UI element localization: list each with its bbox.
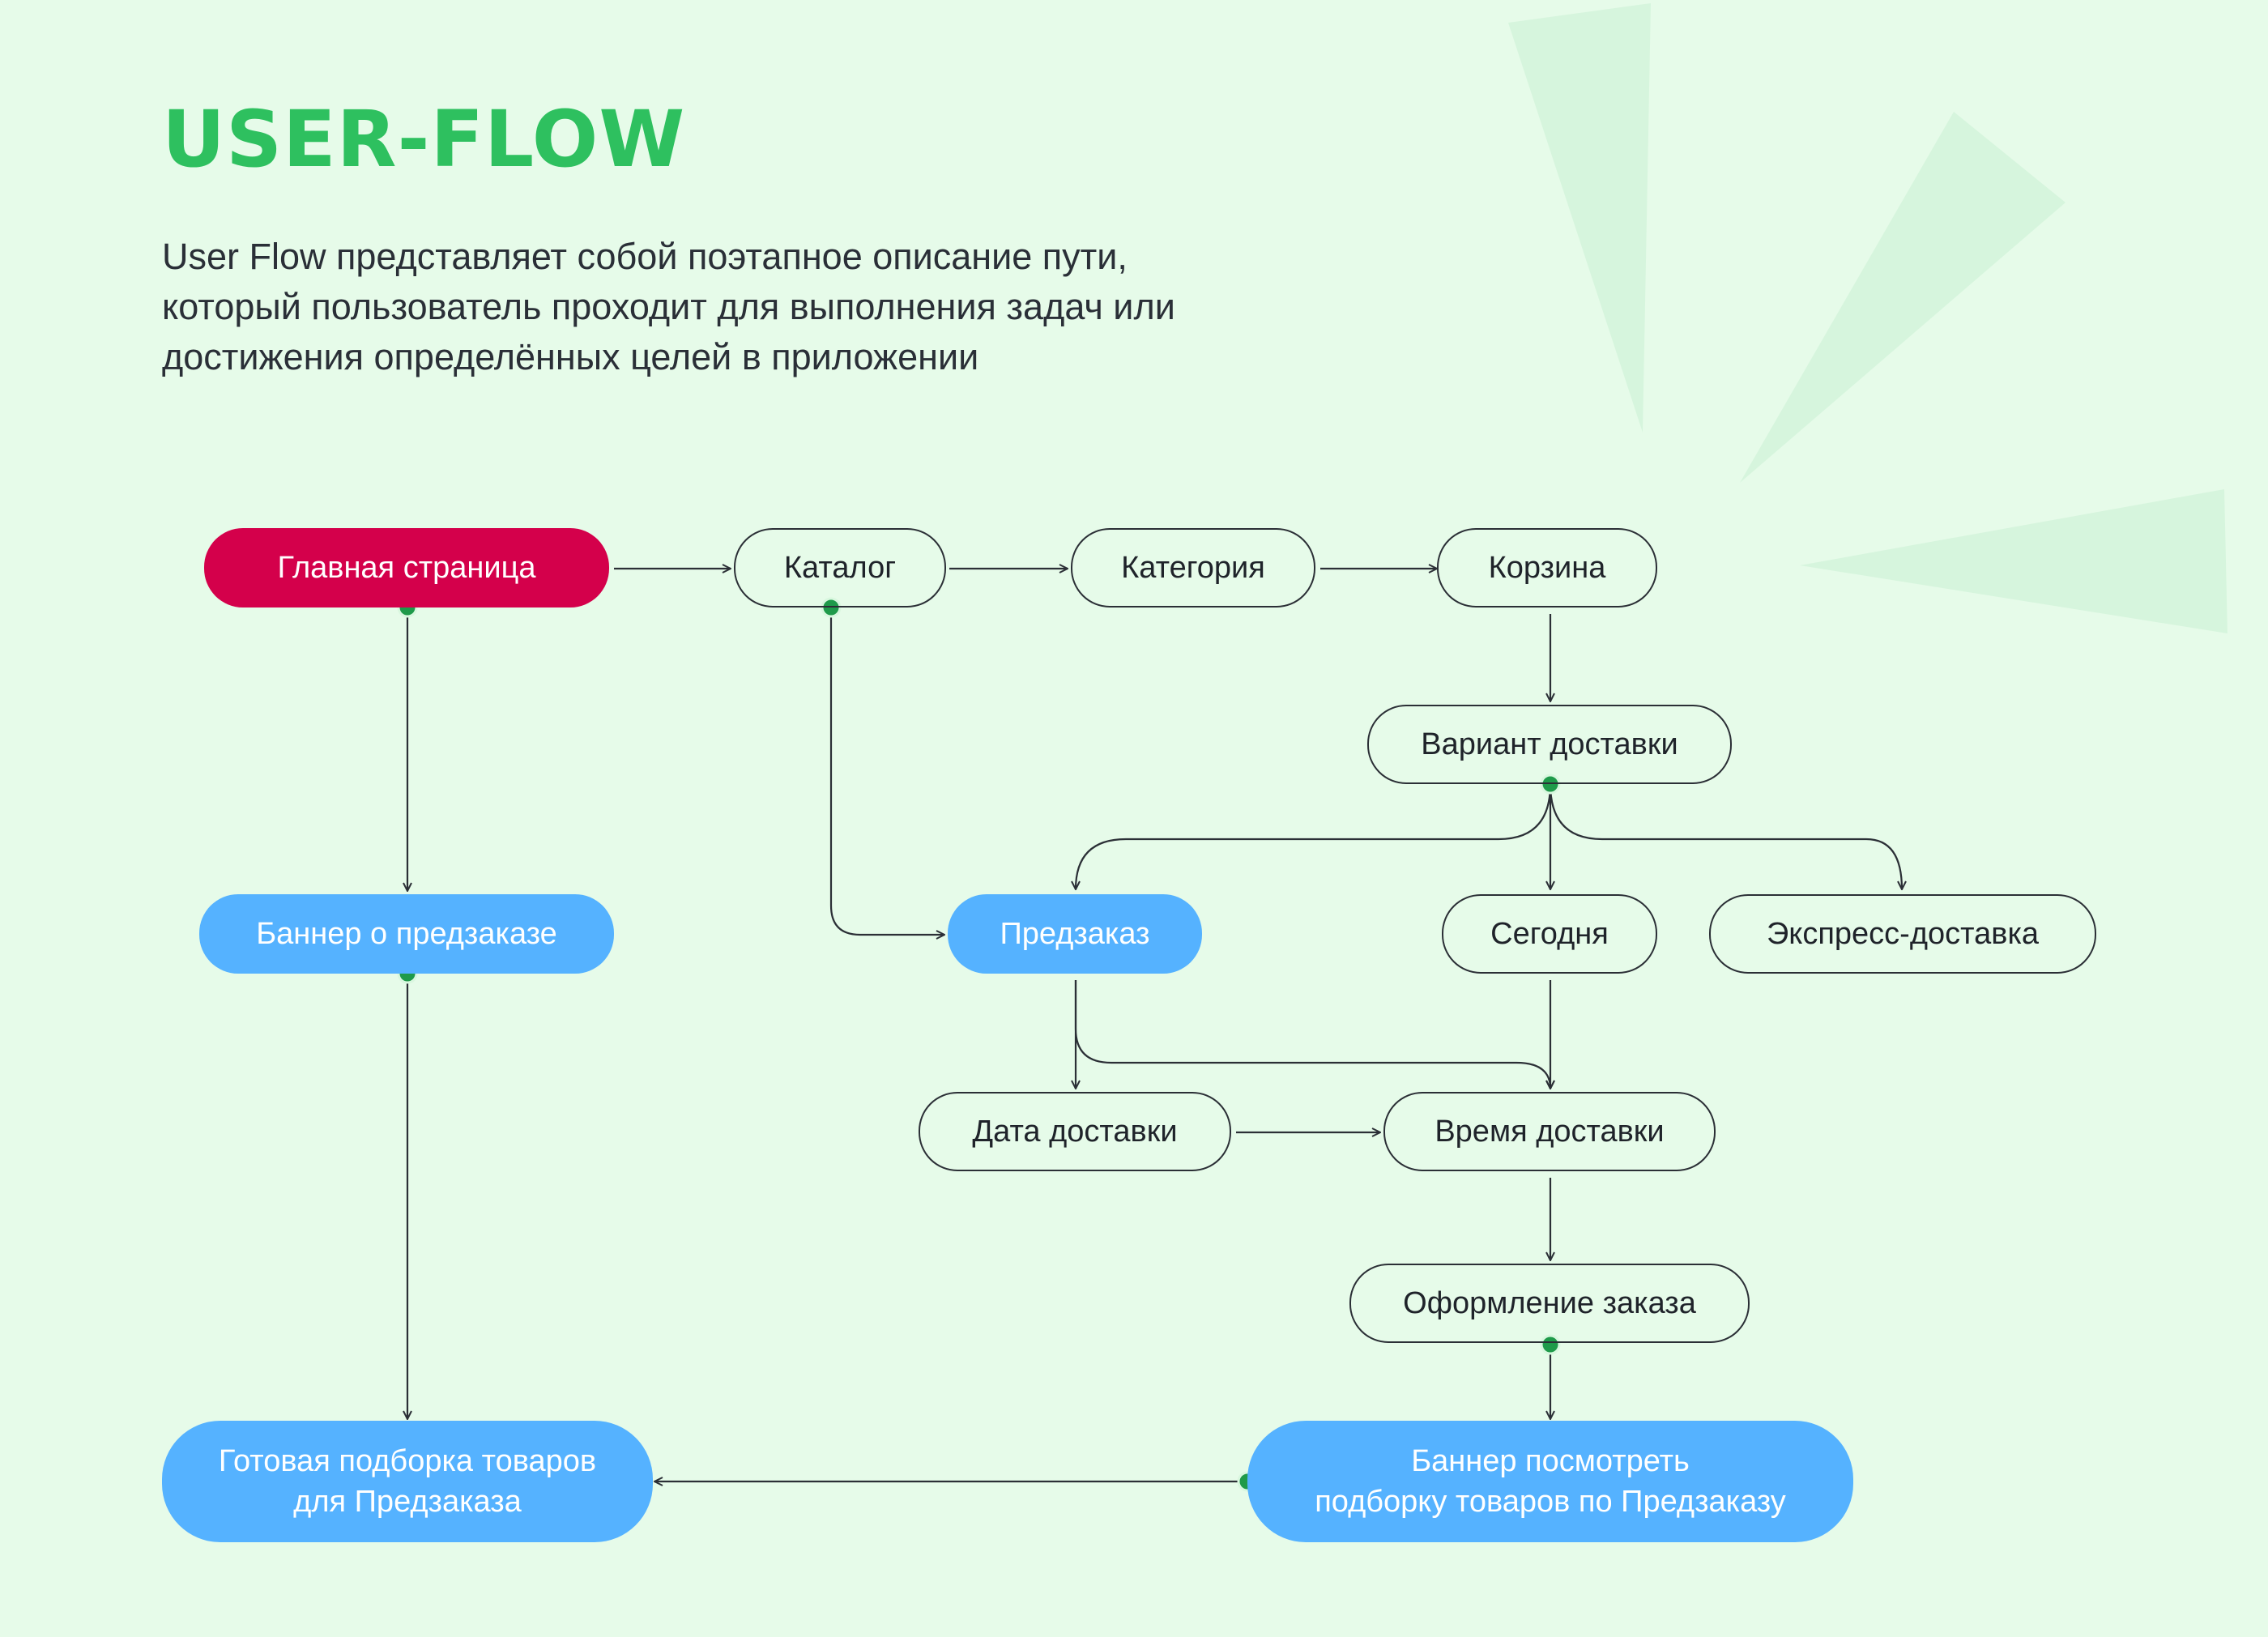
- node-delivery-date[interactable]: Дата доставки: [919, 1092, 1231, 1171]
- edge-option-to-express: [1549, 783, 1902, 889]
- node-main-page[interactable]: Главная страница: [204, 528, 609, 607]
- edge-preorder-to-time: [1074, 980, 1550, 1089]
- node-cart[interactable]: Корзина: [1437, 528, 1657, 607]
- ready-selection-text: Готовая подборка товаров для Предзаказа: [219, 1441, 596, 1522]
- node-preorder[interactable]: Предзаказ: [948, 894, 1202, 974]
- decorative-ray-1: [1508, 3, 1651, 433]
- node-category[interactable]: Категория: [1071, 528, 1315, 607]
- connector-dot-catalog: [821, 597, 842, 618]
- connector-dot-checkout: [1540, 1334, 1561, 1355]
- ready-selection-line-1: Готовая подборка товаров: [218, 1444, 597, 1478]
- node-delivery-option[interactable]: Вариант доставки: [1367, 705, 1732, 784]
- node-checkout[interactable]: Оформление заказа: [1349, 1264, 1750, 1343]
- node-today[interactable]: Сегодня: [1442, 894, 1657, 974]
- view-selection-banner-line-1: Баннер посмотреть: [1411, 1444, 1690, 1478]
- decorative-ray-3: [1800, 489, 2228, 633]
- view-selection-banner-text: Баннер посмотреть подборку товаров по Пр…: [1315, 1441, 1786, 1522]
- node-ready-selection[interactable]: Готовая подборка товаров для Предзаказа: [162, 1421, 653, 1542]
- page-description: User Flow представляет собой поэтапное о…: [162, 236, 1175, 377]
- node-delivery-time[interactable]: Время доставки: [1383, 1092, 1716, 1171]
- connector-dot-delivery-option: [1540, 774, 1561, 795]
- node-view-selection-banner[interactable]: Баннер посмотреть подборку товаров по Пр…: [1247, 1421, 1853, 1542]
- node-express-delivery[interactable]: Экспресс-доставка: [1709, 894, 2096, 974]
- node-preorder-banner[interactable]: Баннер о предзаказе: [199, 894, 614, 974]
- node-catalog[interactable]: Каталог: [734, 528, 946, 607]
- view-selection-banner-line-2: подборку товаров по Предзаказу: [1315, 1485, 1786, 1519]
- page-title: USER-FLOW: [162, 94, 686, 185]
- decorative-ray-2: [1740, 112, 2066, 483]
- ready-selection-line-2: для Предзаказа: [293, 1485, 522, 1519]
- edge-option-to-preorder: [1076, 783, 1552, 889]
- edge-catalog-to-preorder: [829, 607, 944, 935]
